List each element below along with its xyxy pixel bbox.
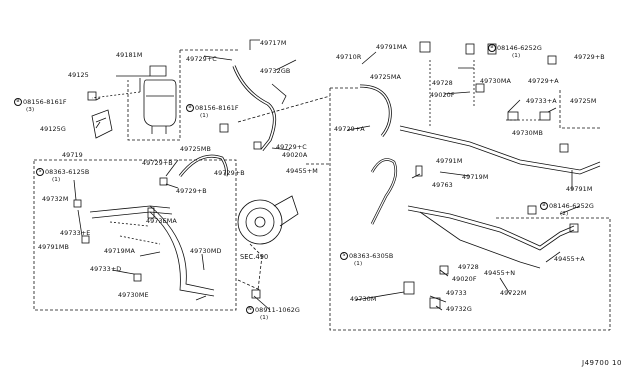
label-qty-1-6305B: (1) xyxy=(354,261,363,267)
label-49732M: 49732M xyxy=(42,195,69,203)
label-qty-1-1062G: (1) xyxy=(260,315,269,321)
nut-n-icon: N xyxy=(246,306,254,314)
label-qty-1-top: (1) xyxy=(512,53,521,59)
label-49729B-a: 49729+B xyxy=(142,159,173,167)
reservoir-bracket xyxy=(91,109,113,139)
label-49725MB: 49725MB xyxy=(180,145,211,153)
label-49729B-c: 49729+B xyxy=(176,187,207,195)
label-qty-1-6125B: (1) xyxy=(52,177,61,183)
label-49020F-top: 49020F xyxy=(430,91,455,99)
label-49730MA: 49730MA xyxy=(480,77,511,85)
label-49732G: 49732G xyxy=(446,305,472,313)
label-49729C-mid: 49729+C xyxy=(276,143,307,151)
label-49717M: 49717M xyxy=(260,39,287,47)
power-steering-pump xyxy=(237,199,283,245)
label-49791M-right: 49791M xyxy=(566,185,593,193)
label-49733E: 49733+E xyxy=(60,229,91,237)
label-qty-1-mid: (1) xyxy=(200,113,209,119)
label-49732MA: 4973EMA xyxy=(146,217,177,225)
label-49725M: 49725M xyxy=(570,97,597,105)
tube-49719 xyxy=(89,205,215,297)
bolt-b-icon: B xyxy=(186,104,194,112)
label-49791M-mid: 49791M xyxy=(436,157,463,165)
label-49181M: 49181M xyxy=(116,51,143,59)
label-49730M: 49730M xyxy=(350,295,377,303)
label-49020F-bot: 49020F xyxy=(452,275,477,283)
label-49020A: 49020A xyxy=(282,151,308,159)
reservoir-tank xyxy=(143,79,177,127)
label-49791MA: 49791MA xyxy=(376,43,407,51)
label-49722M: 49722M xyxy=(500,289,527,297)
label-49729A-mid: 49729+A xyxy=(334,125,365,133)
label-49729B-b: 49729+B xyxy=(214,169,245,177)
label-49733D: 49733+D xyxy=(90,265,122,273)
label-49455M: 49455+M xyxy=(286,167,318,175)
label-49719: 49719 xyxy=(62,151,83,159)
label-49710R: 49710R xyxy=(336,53,362,61)
label-49729C-top: 49729+C xyxy=(186,55,217,63)
label-qty-3: (3) xyxy=(26,107,35,113)
tube-49722M xyxy=(407,205,575,251)
label-49125G: 49125G xyxy=(40,125,66,133)
reservoir-cap xyxy=(149,65,167,77)
label-49125: 49125 xyxy=(68,71,89,79)
label-qty-2: (2) xyxy=(560,211,569,217)
label-sec-490: SEC.490 xyxy=(240,253,269,261)
label-49455N: 49455+N xyxy=(484,269,516,277)
bolt-b-icon: B xyxy=(14,98,22,106)
label-49728-bot: 49728 xyxy=(458,263,479,271)
label-49719MA: 49719MA xyxy=(104,247,135,255)
label-49733-bot: 49733 xyxy=(446,289,467,297)
label-49791MB: 49791MB xyxy=(38,243,69,251)
screw-s-icon: S xyxy=(36,168,44,176)
label-49729A-top: 49729+A xyxy=(528,77,559,85)
label-49730ME: 49730ME xyxy=(118,291,149,299)
label-49455A: 49455+A xyxy=(554,255,585,263)
label-49729B-top: 49729+B xyxy=(574,53,605,61)
tube-49719M xyxy=(399,125,601,175)
screw-s-icon: S xyxy=(340,252,348,260)
label-49730MB: 49730MB xyxy=(512,129,543,137)
label-49763: 49763 xyxy=(432,181,453,189)
diagram-code: J49700 10 xyxy=(582,359,622,367)
label-49732GB: 49732GB xyxy=(260,67,291,75)
label-49719M: 49719M xyxy=(462,173,489,181)
bolt-b-icon: B xyxy=(540,202,548,210)
label-49730MD: 49730MD xyxy=(190,247,222,255)
label-49728-top: 49728 xyxy=(432,79,453,87)
bolt-b-icon: B xyxy=(488,44,496,52)
label-49733A: 49733+A xyxy=(526,97,557,105)
label-49725MA: 49725MA xyxy=(370,73,401,81)
